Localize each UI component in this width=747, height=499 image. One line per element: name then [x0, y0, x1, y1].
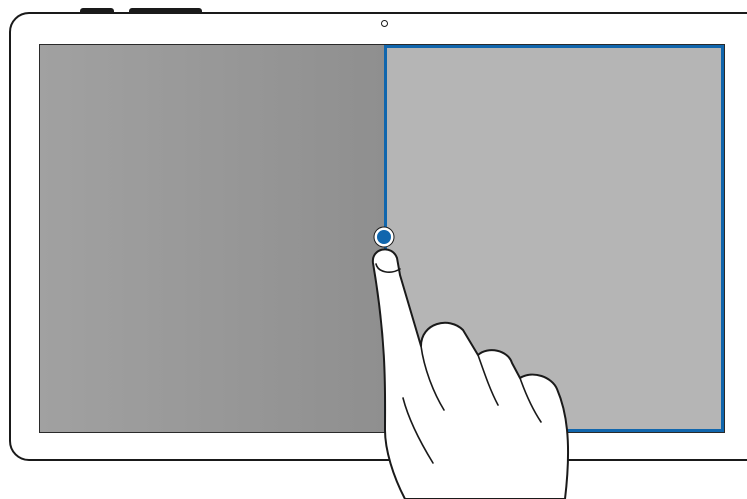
- touch-point-icon: [374, 227, 394, 247]
- hand-pointing-icon: [373, 249, 568, 499]
